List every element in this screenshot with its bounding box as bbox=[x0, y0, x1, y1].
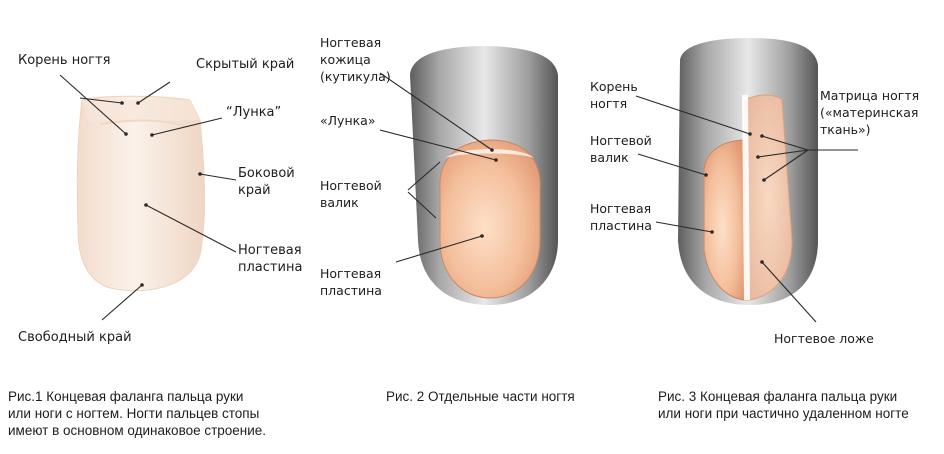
fig2-caption: Рис. 2 Отдельные части ногтя bbox=[386, 388, 575, 405]
fig3-label-matrix: Матрица ногтя («материнская ткань») bbox=[820, 87, 919, 138]
fig2-label-cuticle: Ногтевая кожица (кутикула) bbox=[320, 34, 391, 85]
fig3-label-nail-plate-line2: пластина bbox=[590, 218, 652, 233]
fig3-label-nail-plate: Ногтевая пластина bbox=[590, 200, 652, 234]
fig3-label-nail-bed: Ногтевое ложе bbox=[774, 331, 874, 346]
fig1-caption: Рис.1 Концевая фаланга пальца руки или н… bbox=[8, 388, 266, 439]
fig2-finger-drawing bbox=[410, 46, 558, 305]
fig1-nail-drawing bbox=[76, 95, 205, 292]
fig2-label-nail-fold-line2: валик bbox=[320, 195, 359, 210]
fig1-label-nail-plate-line2: пластина bbox=[238, 260, 303, 275]
fig1-caption-line1: Рис.1 Концевая фаланга пальца руки bbox=[8, 389, 244, 404]
fig1-label-nail-plate-line1: Ногтевая bbox=[238, 243, 302, 258]
fig1-caption-line3: имеют в основном одинаковое строение. bbox=[8, 423, 267, 438]
fig2-label-nail-plate: Ногтевая пластина bbox=[320, 265, 382, 299]
fig3-caption-line2: или ноги при частично удаленном ногте bbox=[658, 406, 909, 421]
fig3-label-nail-plate-line1: Ногтевая bbox=[590, 201, 652, 216]
fig3-label-nail-fold-line2: валик bbox=[590, 150, 629, 165]
fig3-label-root-line1: Корень bbox=[590, 79, 638, 94]
fig1-label-lunula: “Лунка” bbox=[226, 105, 282, 120]
fig3-label-nail-fold: Ногтевой валик bbox=[590, 132, 652, 166]
leader-lines bbox=[59, 72, 858, 323]
fig1-caption-line2: или ноги с ногтем. Ногти пальцев стопы bbox=[8, 406, 260, 421]
fig2-label-cuticle-line1: Ногтевая bbox=[320, 35, 382, 50]
fig2-label-cuticle-line3: (кутикула) bbox=[320, 69, 391, 84]
fig1-label-lateral-edge-line1: Боковой bbox=[238, 166, 295, 181]
fig2-label-nail-plate-line1: Ногтевая bbox=[320, 266, 382, 281]
fig1-label-hidden-edge: Скрытый край bbox=[196, 57, 295, 72]
fig3-label-root-line2: ногтя bbox=[590, 96, 628, 111]
fig3-label-matrix-line3: ткань») bbox=[820, 122, 871, 137]
fig3-label-root: Корень ногтя bbox=[590, 78, 638, 112]
fig3-caption-line1: Рис. 3 Концевая фаланга пальца руки bbox=[658, 389, 898, 404]
fig3-label-matrix-line1: Матрица ногтя bbox=[820, 88, 920, 103]
leader-dots bbox=[120, 101, 766, 287]
fig3-label-nail-fold-line1: Ногтевой bbox=[590, 133, 652, 148]
fig1-label-root: Корень ногтя bbox=[18, 53, 111, 68]
fig3-label-matrix-line2: («материнская bbox=[820, 105, 919, 120]
fig2-caption-line1: Рис. 2 Отдельные части ногтя bbox=[386, 389, 575, 404]
fig2-label-nail-fold-line1: Ногтевой bbox=[320, 178, 382, 193]
fig1-label-lateral-edge: Боковой край bbox=[238, 165, 295, 199]
fig2-label-lunula: «Лунка» bbox=[320, 113, 376, 128]
fig3-caption: Рис. 3 Концевая фаланга пальца руки или … bbox=[658, 388, 909, 422]
fig1-label-free-edge: Свободный край bbox=[18, 330, 132, 345]
fig2-label-nail-fold: Ногтевой валик bbox=[320, 177, 382, 211]
fig1-label-nail-plate: Ногтевая пластина bbox=[238, 242, 302, 276]
fig2-label-cuticle-line2: кожица bbox=[320, 52, 371, 67]
fig2-label-nail-plate-line2: пластина bbox=[320, 283, 382, 298]
fig3-finger-drawing bbox=[678, 38, 818, 305]
fig1-label-lateral-edge-line2: край bbox=[238, 183, 271, 198]
